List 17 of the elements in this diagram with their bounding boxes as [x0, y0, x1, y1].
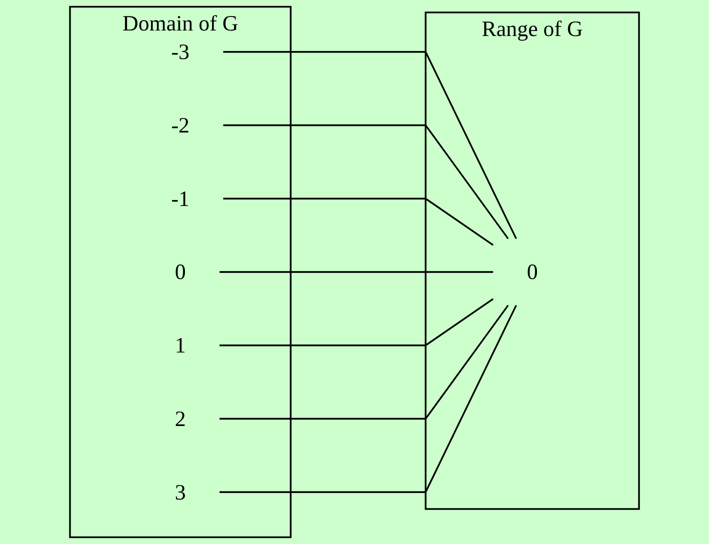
connector: [220, 304, 517, 493]
node-text: 0: [174, 260, 186, 284]
node-text: -2: [171, 113, 190, 138]
node-text: -1: [171, 186, 190, 211]
node-text: 0: [526, 260, 538, 284]
node-text: 3: [174, 480, 186, 504]
connector: [220, 271, 494, 273]
connector: [223, 51, 517, 240]
connector: [220, 304, 509, 420]
connector: [223, 198, 494, 246]
cluster: [69, 6, 292, 538]
node-text: 2: [174, 406, 186, 431]
connector: [223, 124, 509, 240]
cluster: [424, 12, 640, 510]
node-text: 1: [174, 333, 186, 358]
node-text: -3: [171, 40, 190, 64]
connector: [220, 298, 494, 346]
